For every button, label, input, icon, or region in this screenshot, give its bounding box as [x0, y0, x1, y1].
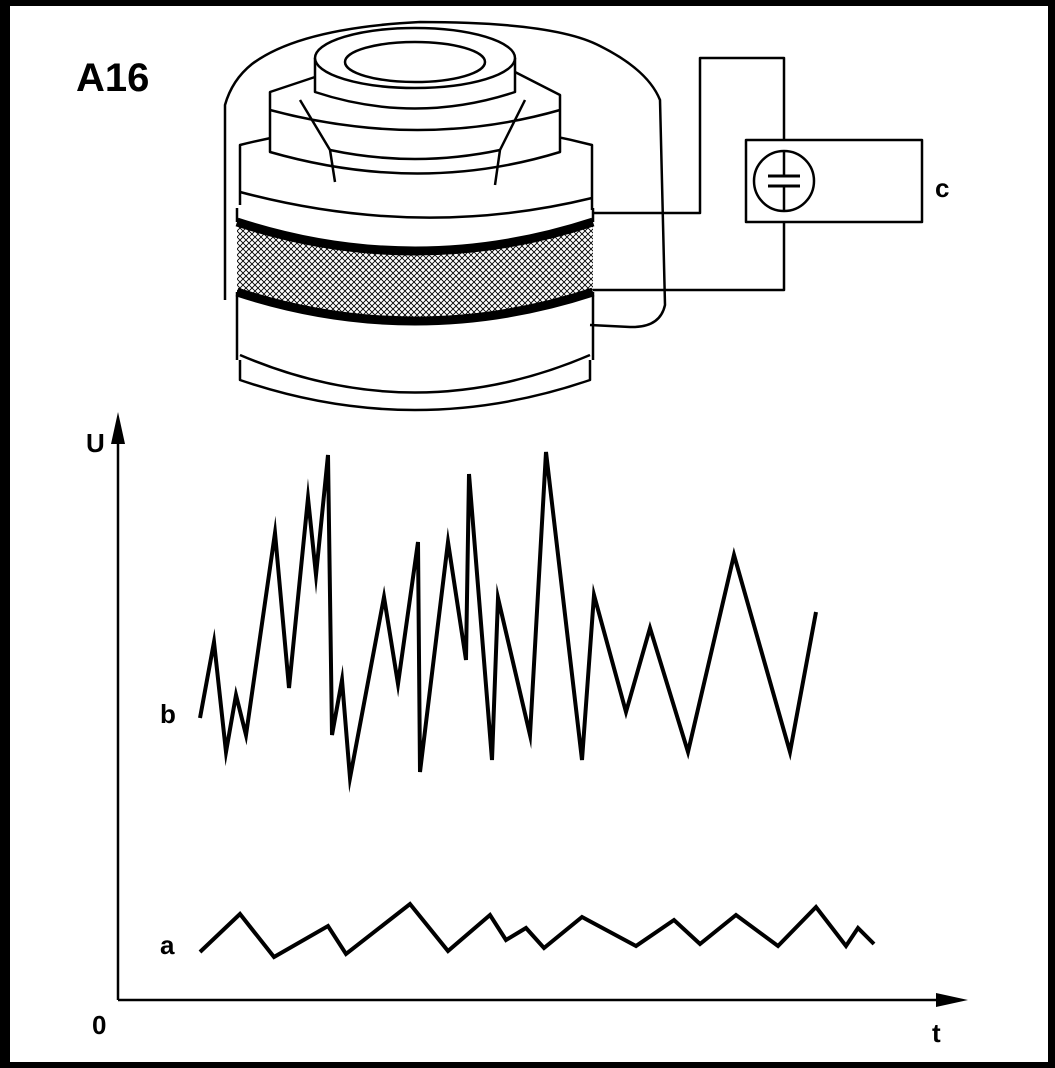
origin-label: 0: [92, 1010, 107, 1040]
series-b-line: [198, 451, 818, 793]
sensor-housing-outline: [223, 20, 667, 329]
capacitor-label: c: [935, 173, 950, 203]
ground-wire: [593, 222, 786, 292]
signal-wire: [593, 56, 786, 215]
y-axis-label: U: [86, 428, 105, 458]
measurement-box: [744, 138, 924, 224]
y-axis-arrow: [111, 412, 125, 444]
figure-page: A16 c U b a 0 t: [10, 6, 1048, 1062]
contact-disc-upper: [235, 217, 595, 256]
sensor-base: [239, 353, 591, 394]
x-axis-label: t: [932, 1018, 941, 1048]
figure-id: A16: [76, 56, 150, 100]
x-axis-arrow: [936, 993, 968, 1007]
series-a-line: [198, 901, 876, 960]
graph-axes: [111, 412, 968, 1007]
contact-disc-lower: [235, 287, 595, 326]
series-layer: [198, 451, 876, 960]
sensor-drawing: [223, 20, 924, 412]
diagram-canvas: [111, 20, 968, 1007]
series-a-label: a: [160, 930, 175, 960]
series-b-label: b: [160, 699, 176, 729]
